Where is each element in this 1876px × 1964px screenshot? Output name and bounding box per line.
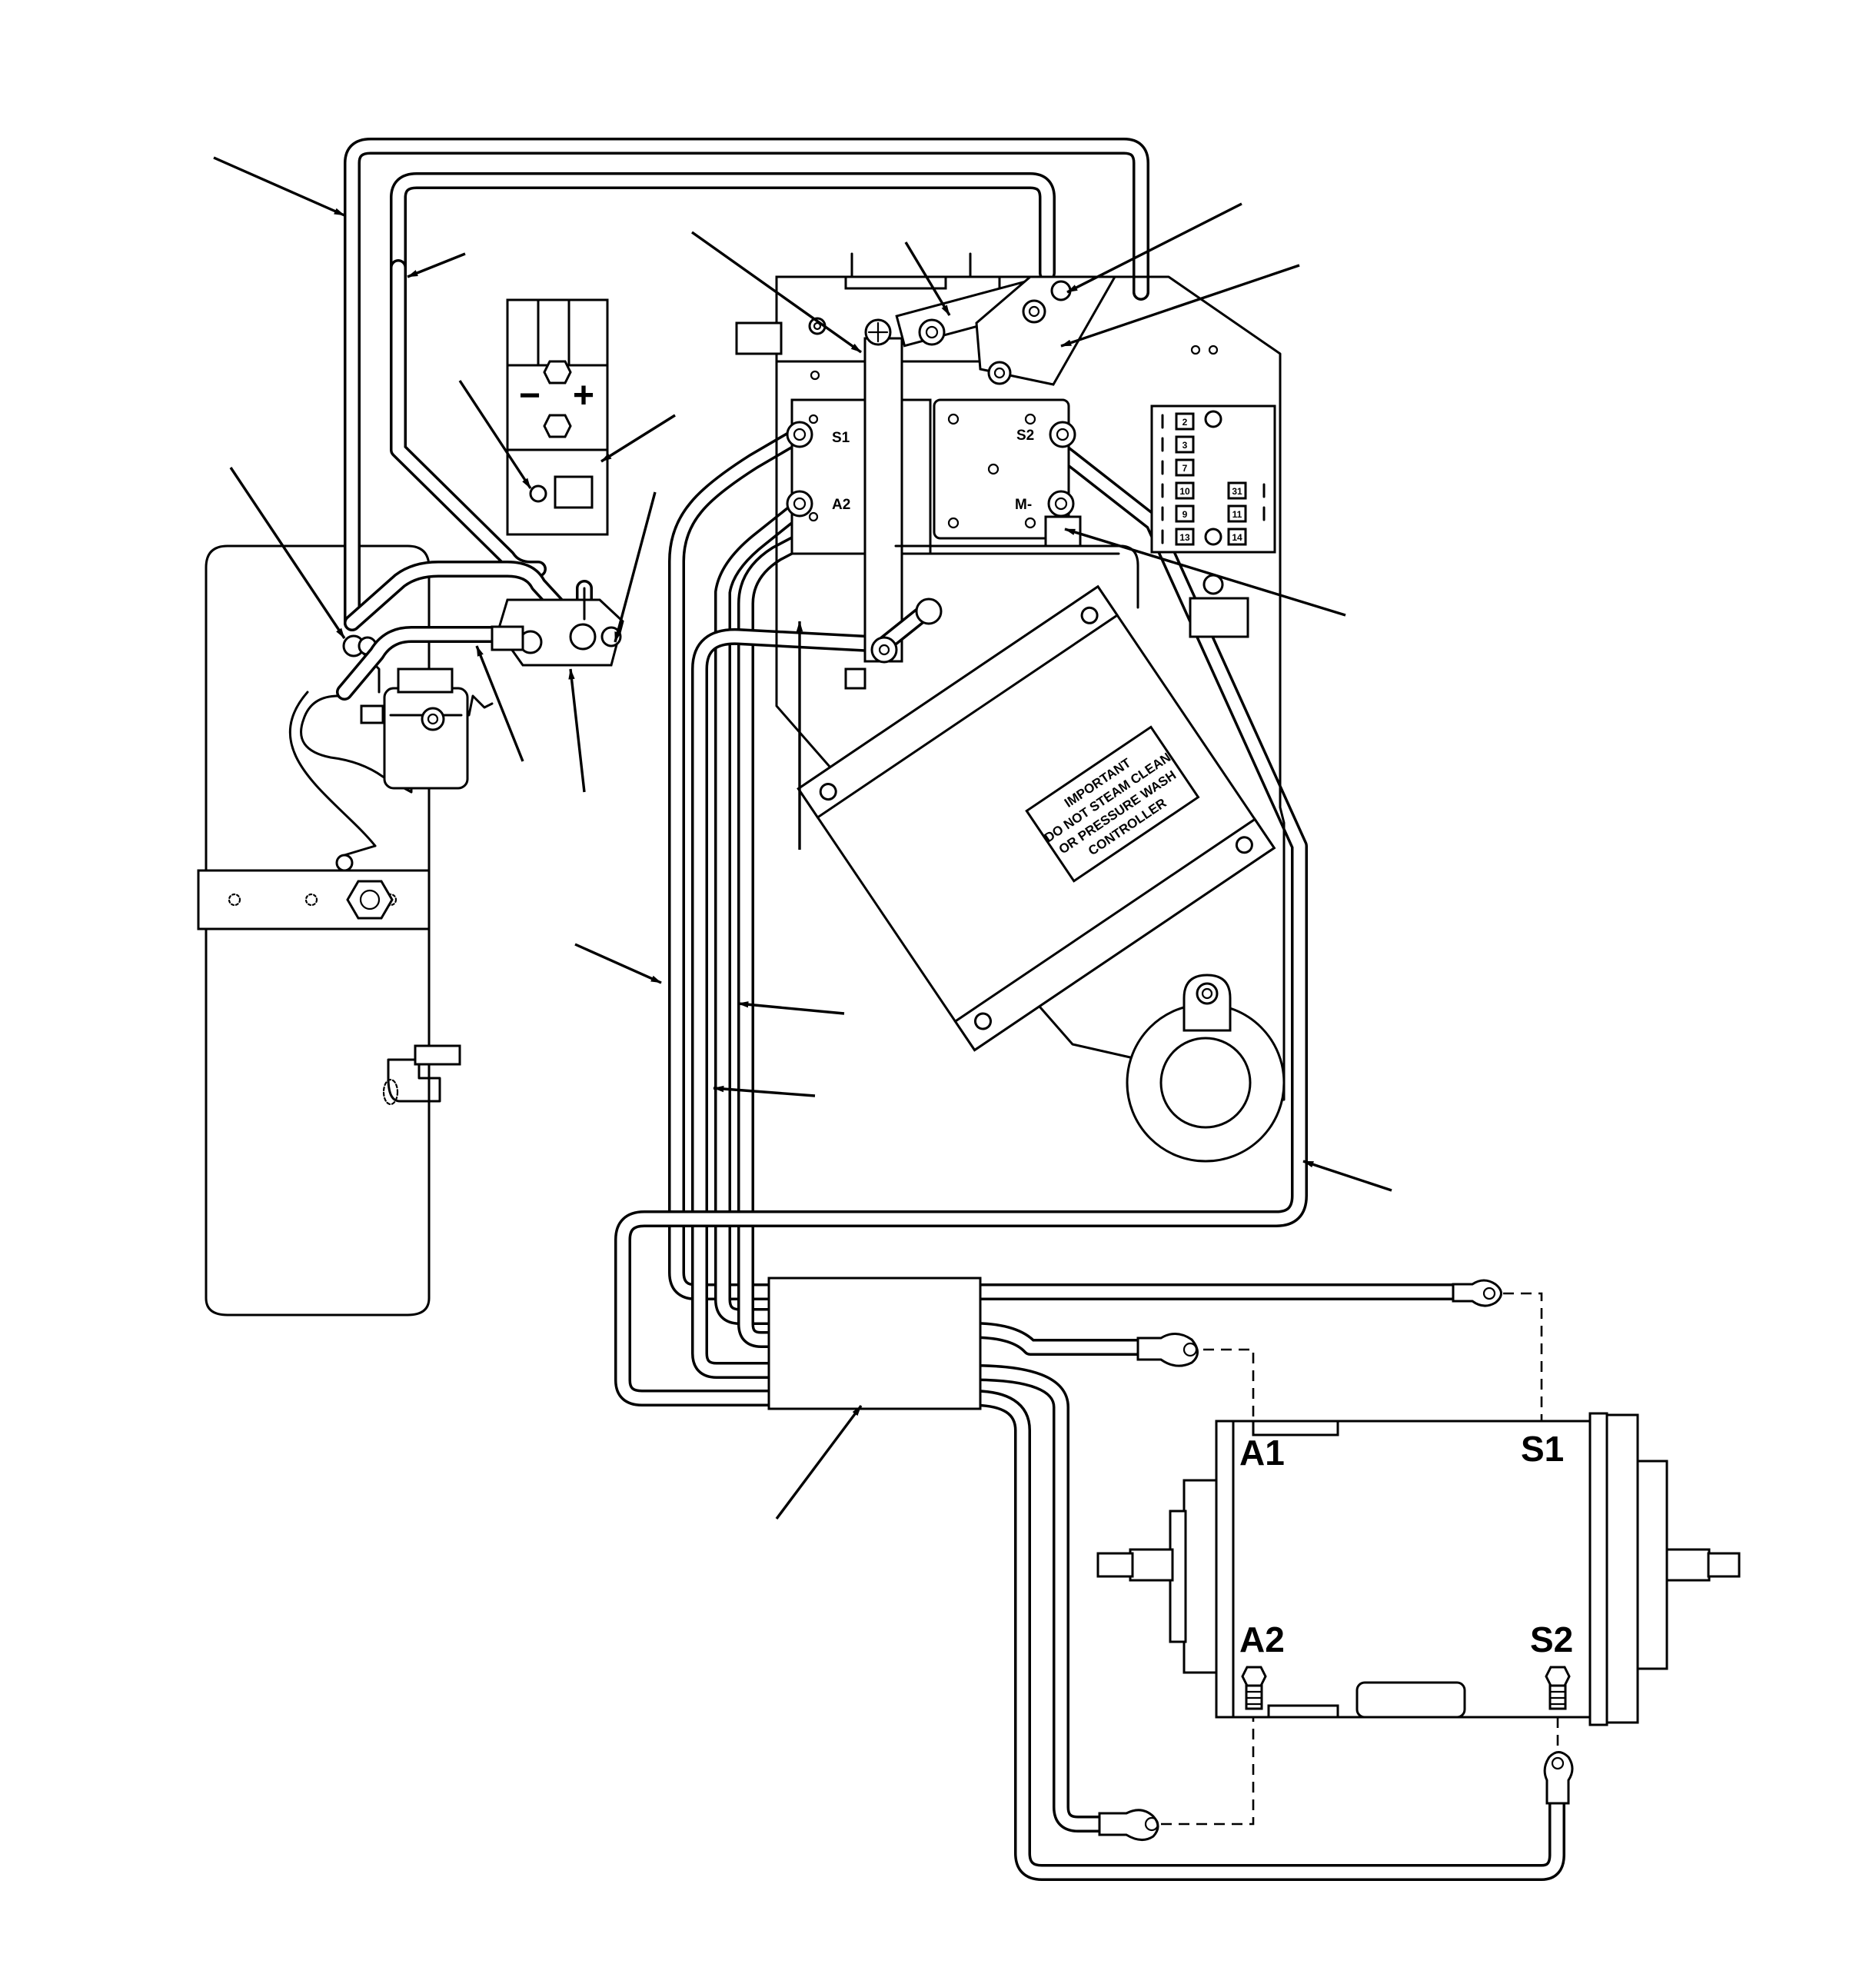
fuse-31: 31 [1232,486,1242,497]
fuse-11: 11 [1232,509,1242,520]
drive-motor: A1 S1 A2 S2 [1096,1412,1741,1726]
controller-terminal-s1: S1 [832,430,850,446]
fuse-9: 9 [1182,509,1188,520]
pump-motor-assembly [288,634,494,872]
motor-terminal-s1: S1 [1521,1429,1564,1469]
motor-terminal-a1: A1 [1239,1433,1285,1473]
controller-terminal-s2: S2 [1016,428,1034,444]
fuse-2: 2 [1182,417,1188,428]
a2-stud [1241,1666,1267,1710]
s2-stud [1545,1666,1571,1710]
fuse-7: 7 [1182,463,1188,474]
fuse-block: 2 3 7 10 31 9 11 13 14 [1150,404,1276,554]
fuse-10: 10 [1179,486,1190,497]
horn [1126,974,1286,1163]
solenoid-minus-symbol: − [519,375,541,416]
solenoid-plus-symbol: + [573,375,594,416]
motor-terminal-a2: A2 [1239,1619,1285,1659]
controller-panel: S1 S2 A2 M- IMPORTANT DO NOT STEAM CLEAN… [735,252,1286,1163]
motor-controller: IMPORTANT DO NOT STEAM CLEAN OR PRESSURE… [797,584,1276,1052]
cable-grommet [767,1277,982,1410]
ring-terminals [1098,1279,1574,1841]
motor-terminal-s2: S2 [1530,1619,1573,1659]
fuse-13: 13 [1179,532,1190,543]
pump-solenoid: − + [491,298,624,667]
callout-arrows [213,156,1392,1520]
fuse-14: 14 [1232,532,1242,543]
wiring-harness [336,138,1565,1881]
controller-terminal-m-minus: M- [1015,497,1032,513]
controller-terminal-a2: A2 [832,497,850,513]
fuse-3: 3 [1182,440,1188,451]
hydraulic-tank [197,544,461,1317]
